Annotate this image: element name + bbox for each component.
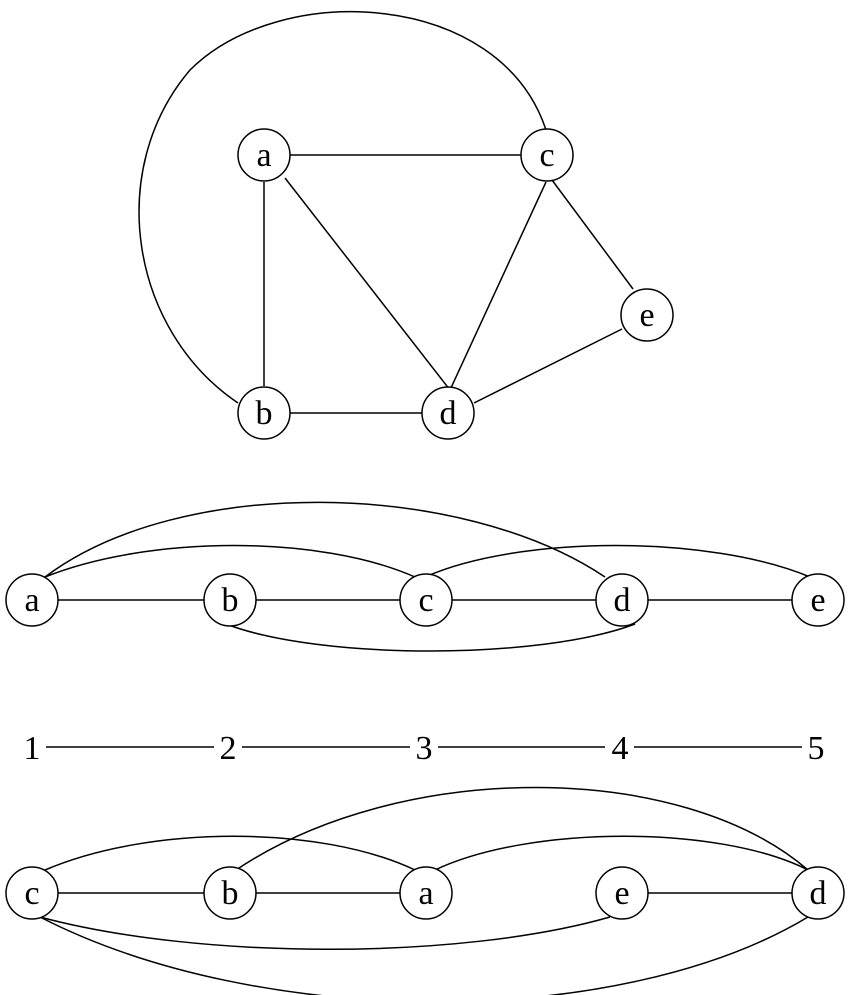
top-node-e: e <box>620 288 674 342</box>
top-node-a: a <box>237 128 291 182</box>
bot-edge-c-e-arc <box>39 916 611 950</box>
bot-node-label: d <box>810 875 827 912</box>
top-node-label: a <box>256 137 271 174</box>
mid-node-b: b <box>203 573 257 627</box>
bot-edge-c-a-arc <box>44 835 416 871</box>
mid-edge-a-d-arc <box>44 501 606 578</box>
mid-node-label: e <box>810 582 825 619</box>
bot-edge-b-d-arc <box>235 786 809 871</box>
bot-edge-a-d-arc <box>434 835 809 871</box>
mid-node-a: a <box>5 573 59 627</box>
position-numbers: 1 2 3 4 5 <box>24 730 825 767</box>
bot-node-d: d <box>791 866 845 920</box>
mid-node-label: d <box>614 582 631 619</box>
mid-node-label: c <box>418 582 433 619</box>
bot-node-label: e <box>614 875 629 912</box>
mid-node-label: b <box>222 582 239 619</box>
top-node-label: c <box>539 137 554 174</box>
bottom-layout: c b a e d <box>5 786 845 995</box>
bot-node-label: b <box>222 875 239 912</box>
mid-node-label: a <box>24 582 39 619</box>
middle-layout: a b c d e <box>5 501 845 652</box>
bot-edge-c-d-arc <box>39 916 809 995</box>
mid-node-d: d <box>595 573 649 627</box>
mid-node-e: e <box>791 573 845 627</box>
top-node-c: c <box>520 128 574 182</box>
mid-node-c: c <box>399 573 453 627</box>
position-number: 3 <box>416 730 433 767</box>
position-number: 4 <box>612 730 629 767</box>
top-node-label: b <box>256 395 273 432</box>
top-node-b: b <box>237 386 291 440</box>
top-graph: a c e b d <box>138 11 674 440</box>
bot-node-a: a <box>399 866 453 920</box>
top-edge-b-c-arc <box>138 11 547 404</box>
bot-node-c: c <box>5 866 59 920</box>
position-number: 1 <box>24 730 41 767</box>
top-node-label: d <box>440 395 457 432</box>
bot-node-b: b <box>203 866 257 920</box>
position-number: 5 <box>808 730 825 767</box>
bot-node-label: c <box>24 875 39 912</box>
bot-node-label: a <box>418 875 433 912</box>
top-node-d: d <box>421 386 475 440</box>
top-edge-d-e <box>473 328 623 404</box>
position-number: 2 <box>220 730 237 767</box>
bot-node-e: e <box>595 866 649 920</box>
mid-edge-a-c-arc <box>44 544 416 578</box>
top-edge-a-d <box>284 177 451 391</box>
top-edge-c-e <box>551 179 634 290</box>
mid-edge-c-e-arc <box>424 544 811 578</box>
top-edge-c-d <box>449 181 547 391</box>
mid-edge-b-d-arc <box>225 623 636 652</box>
top-node-label: e <box>639 297 654 334</box>
